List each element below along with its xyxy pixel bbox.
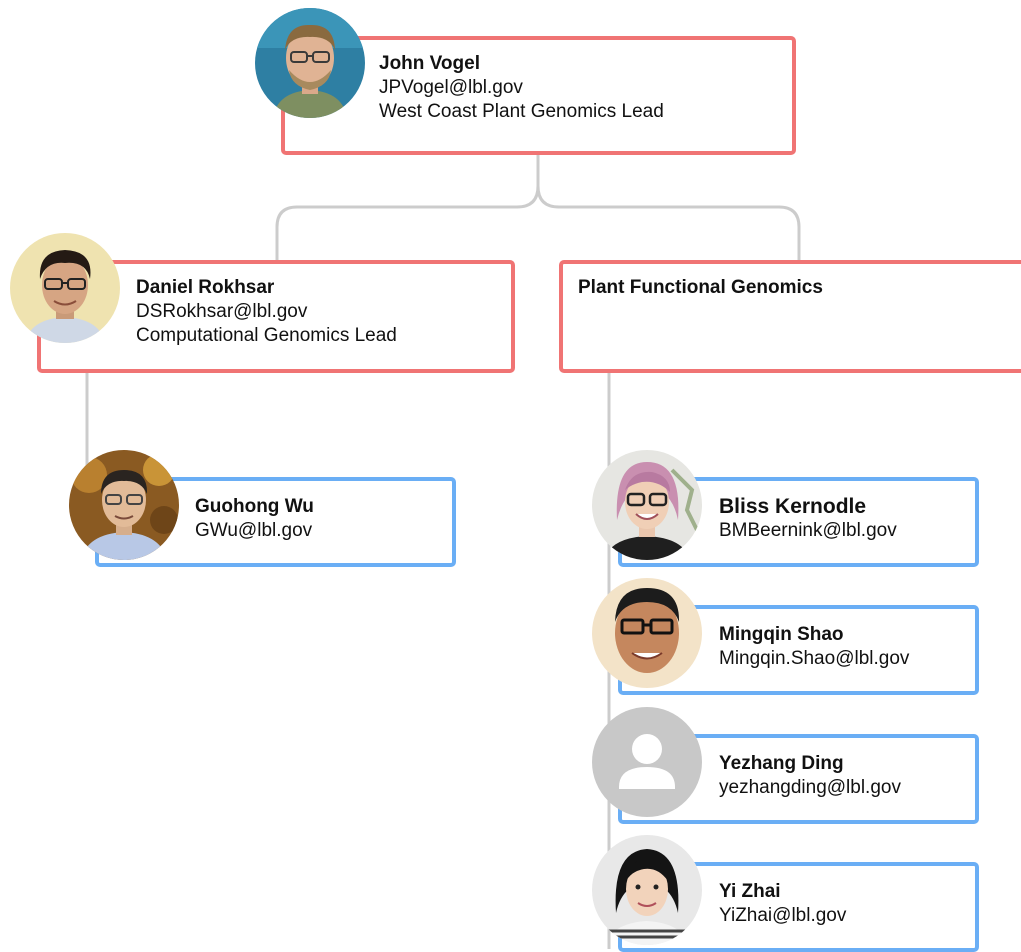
node-name: John Vogel (379, 53, 480, 74)
avatar-guohong-wu (69, 450, 179, 560)
org-node-mingqin-shao[interactable]: Mingqin Shao Mingqin.Shao@lbl.gov (618, 605, 979, 695)
avatar-mingqin-shao (592, 578, 702, 688)
node-email[interactable]: BMBeernink@lbl.gov (719, 520, 897, 541)
node-email[interactable]: GWu@lbl.gov (195, 520, 313, 541)
connector-root-left (275, 205, 517, 262)
node-name: Yezhang Ding (719, 753, 844, 774)
person-photo-icon (255, 8, 365, 118)
person-photo-icon (592, 578, 702, 688)
node-email[interactable]: Mingqin.Shao@lbl.gov (719, 648, 910, 669)
node-email[interactable]: yezhangding@lbl.gov (719, 777, 901, 798)
node-name: Guohong Wu (195, 496, 314, 517)
node-name: Mingqin Shao (719, 624, 844, 645)
org-node-root[interactable]: John Vogel JPVogel@lbl.gov West Coast Pl… (281, 36, 796, 155)
node-name: Daniel Rokhsar (136, 277, 275, 298)
person-photo-icon (69, 450, 179, 560)
node-name: Yi Zhai (719, 881, 781, 902)
person-photo-icon (10, 233, 120, 343)
connector-root-right (536, 185, 801, 262)
default-user-icon (592, 707, 702, 817)
avatar-john-vogel (255, 8, 365, 118)
avatar-yezhang-ding (592, 707, 702, 817)
avatar-daniel-rokhsar (10, 233, 120, 343)
node-role: Computational Genomics Lead (136, 325, 397, 346)
avatar-yi-zhai (592, 835, 702, 945)
avatar-bliss-kernodle (592, 450, 702, 560)
person-photo-icon (592, 835, 702, 945)
connector-root-trunk (516, 152, 540, 209)
node-name: Plant Functional Genomics (578, 277, 823, 298)
node-email[interactable]: YiZhai@lbl.gov (719, 905, 847, 926)
node-email[interactable]: DSRokhsar@lbl.gov (136, 301, 308, 322)
node-role: West Coast Plant Genomics Lead (379, 101, 664, 122)
node-email[interactable]: JPVogel@lbl.gov (379, 77, 523, 98)
org-node-plant-functional-genomics[interactable]: Plant Functional Genomics (559, 260, 1021, 373)
node-name: Bliss Kernodle (719, 495, 867, 518)
person-photo-icon (592, 450, 702, 560)
